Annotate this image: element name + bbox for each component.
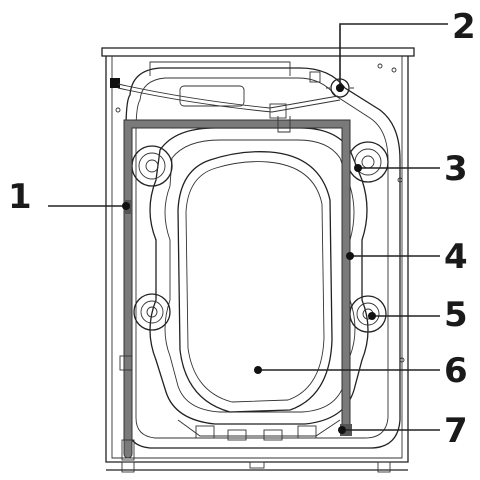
mount-bottom-left bbox=[133, 293, 171, 331]
cabinet bbox=[101, 47, 415, 473]
mount-top-left bbox=[131, 145, 173, 187]
callout-2: 2 bbox=[452, 7, 476, 47]
leader-7 bbox=[338, 426, 440, 434]
leader-6 bbox=[254, 366, 440, 374]
tub-rear bbox=[149, 127, 369, 441]
leader-4 bbox=[346, 252, 440, 260]
leader-3 bbox=[354, 164, 440, 172]
callout-3: 3 bbox=[444, 149, 468, 189]
callout-6: 6 bbox=[444, 351, 468, 391]
leader-1 bbox=[48, 202, 130, 210]
leader-5 bbox=[368, 312, 440, 320]
leader-2 bbox=[336, 23, 448, 92]
leaders bbox=[48, 23, 448, 434]
callout-numbers: 1 2 3 4 5 6 7 bbox=[8, 7, 476, 451]
callout-5: 5 bbox=[444, 295, 468, 335]
transport-bracket bbox=[119, 116, 352, 461]
callout-4: 4 bbox=[444, 237, 468, 277]
top-wiring bbox=[117, 83, 341, 119]
callout-1: 1 bbox=[8, 177, 32, 217]
mount-top-right bbox=[347, 141, 389, 183]
callout-7: 7 bbox=[444, 411, 468, 451]
